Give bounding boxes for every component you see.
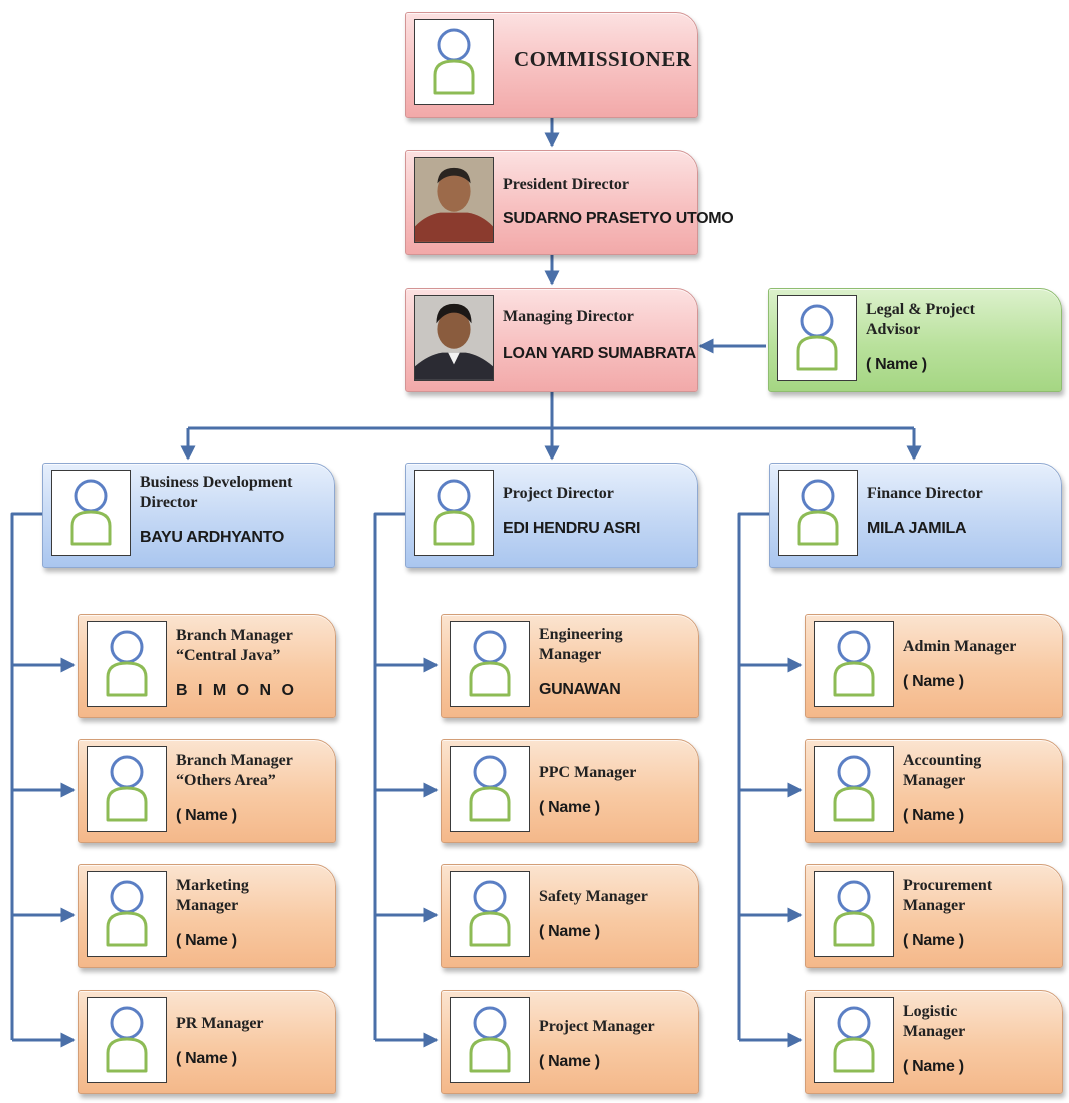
project-director-box[interactable]: Project Director EDI HENDRU ASRI (405, 463, 698, 568)
manager-photo (814, 871, 894, 957)
advisor-photo (777, 295, 857, 381)
project-director-photo (414, 470, 494, 556)
manager-title: PR Manager (176, 1015, 264, 1032)
managing-director-box[interactable]: Managing Director LOAN YARD SUMABRATA (405, 288, 698, 392)
project-director-title: Project Director (503, 485, 614, 502)
finance-director-box[interactable]: Finance Director MILA JAMILA (769, 463, 1062, 568)
advisor-title: Legal & Project Advisor (866, 301, 975, 338)
finance-director-title: Finance Director (867, 485, 983, 502)
managing-director-title: Managing Director (503, 308, 634, 325)
president-director-photo (414, 157, 494, 243)
managing-director-photo (414, 295, 494, 381)
person-placeholder-icon (106, 755, 148, 822)
person-placeholder-icon (106, 1006, 148, 1073)
manager-photo (87, 746, 167, 832)
manager-title: Admin Manager (903, 638, 1017, 655)
advisor-name: ( Name ) (866, 356, 927, 373)
manager-box-admin[interactable]: Admin Manager ( Name ) (805, 614, 1063, 718)
legal-project-advisor-box[interactable]: Legal & Project Advisor ( Name ) (768, 288, 1062, 392)
manager-photo (87, 871, 167, 957)
manager-photo (450, 621, 530, 707)
person-placeholder-icon (106, 880, 148, 947)
manager-box-logistic[interactable]: Logistic Manager ( Name ) (805, 990, 1063, 1094)
manager-photo (450, 746, 530, 832)
manager-title: Engineering Manager (539, 626, 623, 663)
person-placeholder-icon (106, 630, 148, 697)
manager-box-branch-others-area[interactable]: Branch Manager “Others Area” ( Name ) (78, 739, 336, 843)
manager-name: ( Name ) (176, 932, 237, 949)
manager-box-procurement[interactable]: Procurement Manager ( Name ) (805, 864, 1063, 968)
manager-title: Branch Manager “Central Java” (176, 627, 293, 664)
connector-business-spine (10, 512, 42, 1040)
manager-name: ( Name ) (539, 799, 600, 816)
manager-name: ( Name ) (539, 923, 600, 940)
manager-box-branch-central-java[interactable]: Branch Manager “Central Java” B I M O N … (78, 614, 336, 718)
person-placeholder-icon (70, 479, 112, 546)
manager-box-engineering[interactable]: Engineering Manager GUNAWAN (441, 614, 699, 718)
commissioner-box[interactable]: COMMISSIONER (405, 12, 698, 118)
president-director-name: SUDARNO PRASETYO UTOMO (503, 210, 734, 227)
person-placeholder-icon (469, 880, 511, 947)
person-photo-icon (415, 296, 493, 380)
person-placeholder-icon (469, 755, 511, 822)
president-director-box[interactable]: President Director SUDARNO PRASETYO UTOM… (405, 150, 734, 255)
finance-director-photo (778, 470, 858, 556)
manager-photo (87, 997, 167, 1083)
manager-name: GUNAWAN (539, 681, 621, 698)
finance-director-name: MILA JAMILA (867, 520, 967, 537)
manager-box-ppc[interactable]: PPC Manager ( Name ) (441, 739, 699, 843)
manager-name: ( Name ) (176, 1050, 237, 1067)
person-placeholder-icon (433, 28, 475, 95)
manager-name: ( Name ) (903, 807, 964, 824)
person-placeholder-icon (469, 1006, 511, 1073)
president-director-title: President Director (503, 176, 630, 193)
manager-name: ( Name ) (903, 932, 964, 949)
manager-photo (814, 997, 894, 1083)
manager-name: ( Name ) (903, 673, 964, 690)
manager-title: Logistic Manager (903, 1003, 966, 1040)
manager-box-project[interactable]: Project Manager ( Name ) (441, 990, 699, 1094)
person-placeholder-icon (833, 1006, 875, 1073)
manager-title: Marketing Manager (176, 877, 249, 914)
manager-name: B I M O N O (176, 682, 297, 699)
manager-box-accounting[interactable]: Accounting Manager ( Name ) (805, 739, 1063, 843)
manager-photo (814, 746, 894, 832)
manager-title: Branch Manager “Others Area” (176, 752, 293, 789)
connector-project-spine (373, 512, 405, 1040)
connector-finance-spine (737, 512, 769, 1040)
manager-box-marketing[interactable]: Marketing Manager ( Name ) (78, 864, 336, 968)
manager-name: ( Name ) (903, 1058, 964, 1075)
person-placeholder-icon (833, 630, 875, 697)
person-placeholder-icon (797, 479, 839, 546)
manager-name: ( Name ) (176, 807, 237, 824)
person-placeholder-icon (833, 880, 875, 947)
business-director-name: BAYU ARDHYANTO (140, 529, 284, 546)
manager-photo (450, 871, 530, 957)
manager-photo (450, 997, 530, 1083)
person-placeholder-icon (833, 755, 875, 822)
manager-title: Project Manager (539, 1018, 655, 1035)
person-placeholder-icon (433, 479, 475, 546)
manager-photo (87, 621, 167, 707)
person-placeholder-icon (469, 630, 511, 697)
managing-director-name: LOAN YARD SUMABRATA (503, 345, 696, 362)
manager-photo (814, 621, 894, 707)
business-director-photo (51, 470, 131, 556)
manager-title: PPC Manager (539, 764, 637, 781)
commissioner-title: COMMISSIONER (514, 47, 692, 71)
person-photo-icon (415, 158, 493, 242)
manager-name: ( Name ) (539, 1053, 600, 1070)
person-placeholder-icon (796, 304, 838, 371)
business-development-director-box[interactable]: Business Development Director BAYU ARDHY… (42, 463, 335, 568)
business-director-title: Business Development Director (140, 474, 293, 511)
manager-box-pr[interactable]: PR Manager ( Name ) (78, 990, 336, 1094)
manager-title: Safety Manager (539, 888, 648, 905)
manager-title: Procurement Manager (903, 877, 993, 914)
project-director-name: EDI HENDRU ASRI (503, 520, 641, 537)
manager-title: Accounting Manager (903, 752, 982, 789)
manager-box-safety[interactable]: Safety Manager ( Name ) (441, 864, 699, 968)
commissioner-photo (414, 19, 494, 105)
